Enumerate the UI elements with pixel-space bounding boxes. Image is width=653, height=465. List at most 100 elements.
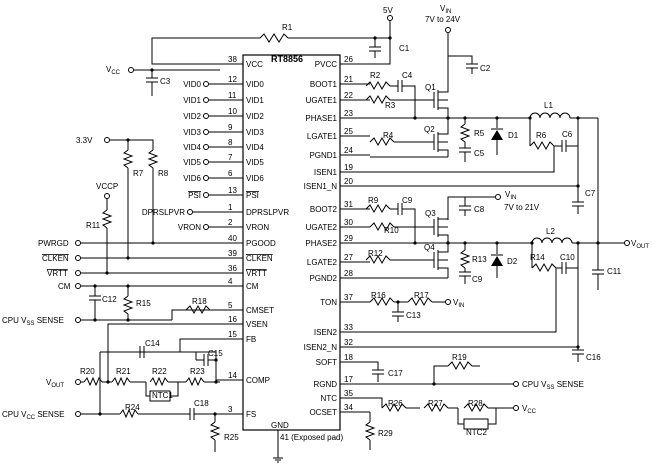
- pin-label: FS: [246, 410, 256, 419]
- vout-right-label: VOUT: [631, 239, 649, 250]
- l2-label: L2: [546, 227, 555, 236]
- pin-number: 35: [344, 389, 353, 398]
- ntc1-label: NTC1: [152, 391, 173, 400]
- pin-label: VRTT: [246, 269, 267, 278]
- resistor-symbol: [122, 295, 134, 315]
- pin-number: 39: [228, 249, 237, 258]
- terminal-vid4: VID4: [183, 143, 220, 152]
- pin-number: 15: [228, 330, 237, 339]
- pin-number: 20: [344, 177, 353, 186]
- q1-label: Q1: [425, 83, 436, 92]
- pin-label: PHASE2: [305, 239, 337, 248]
- terminal-label: PSI: [188, 191, 201, 200]
- pin-label: VID5: [246, 158, 264, 167]
- pin-number: 23: [344, 109, 353, 118]
- resistor-symbol: [185, 376, 205, 387]
- r6-label: R6: [536, 131, 547, 140]
- terminal-label: VID6: [183, 174, 201, 183]
- c16-label: C16: [586, 353, 601, 362]
- vcc-left-label: VCC: [106, 65, 121, 76]
- pin-label: PGND1: [309, 151, 337, 160]
- pin-number: 12: [228, 75, 237, 84]
- mosfet-q3: [433, 217, 449, 243]
- pin-label: BOOT2: [310, 205, 338, 214]
- r24-label: R24: [125, 403, 140, 412]
- pin-number: 14: [228, 371, 237, 380]
- pin-number: 27: [344, 253, 353, 262]
- r29-label: R29: [378, 429, 393, 438]
- supply-5v-label: 5V: [383, 6, 393, 15]
- resistor-symbol: [365, 80, 391, 91]
- pin-label: VID0: [246, 80, 264, 89]
- resistor-symbol: [259, 33, 289, 43]
- terminal-vout-left: [75, 379, 81, 385]
- r26-label: R26: [388, 399, 403, 408]
- r2-label: R2: [370, 71, 381, 80]
- terminal-label: VID1: [183, 96, 201, 105]
- pin-number: 24: [344, 146, 353, 155]
- r1-label: R1: [282, 23, 293, 32]
- terminal-vrtt: [75, 270, 81, 276]
- pin-number: 26: [344, 55, 353, 64]
- terminal-vccp: [104, 193, 110, 199]
- c1-label: C1: [399, 44, 410, 53]
- terminal-cpu-vcc-sense: [75, 411, 81, 417]
- resistor-symbol: [365, 254, 391, 265]
- resistor-symbol: [185, 304, 211, 315]
- ntc2-label: NTC2: [466, 428, 487, 437]
- left-pins: 38VCC12VID011VID110VID29VID38VID47VID56V…: [220, 55, 289, 419]
- c18-label: C18: [194, 399, 209, 408]
- pin-number: 4: [228, 277, 233, 286]
- resistor-symbol: [149, 376, 169, 387]
- pin-cm: 4CM: [220, 277, 259, 291]
- pin-label: LGATE2: [307, 258, 338, 267]
- terminal-vid2: VID2: [183, 112, 220, 121]
- pin-label: TON: [320, 298, 337, 307]
- terminal-vron: VRON: [178, 223, 220, 232]
- resistor-symbol: [459, 249, 471, 269]
- r23-label: R23: [190, 367, 205, 376]
- r9-label: R9: [368, 196, 379, 205]
- resistor-symbol: [83, 376, 103, 387]
- terminal-cpu-vss-sense-left: [75, 317, 81, 323]
- pin-number: 5: [228, 301, 233, 310]
- l1-label: L1: [544, 101, 553, 110]
- q3-label: Q3: [425, 209, 436, 218]
- r17-label: R17: [414, 291, 429, 300]
- pin-number: 25: [344, 127, 353, 136]
- r14-label: R14: [530, 253, 545, 262]
- ic-exposed-pad-label: 41 (Exposed pad): [280, 433, 343, 442]
- vccp-label: VCCP: [96, 182, 118, 191]
- terminal-label: VID3: [183, 128, 201, 137]
- terminal-vin-top: [445, 27, 451, 33]
- r22-label: R22: [152, 367, 167, 376]
- r25-label: R25: [224, 433, 239, 442]
- q2-label: Q2: [424, 125, 435, 134]
- diode-d2: [491, 256, 503, 266]
- r13-label: R13: [472, 255, 487, 264]
- pin-number: 36: [228, 264, 237, 273]
- pin-label: VID2: [246, 112, 264, 121]
- pin-label: NTC: [321, 394, 338, 403]
- terminal-pwrgd: [75, 240, 81, 246]
- pin-label: VRON: [246, 223, 269, 232]
- pin-number: 10: [228, 107, 237, 116]
- resistor-symbol: [369, 221, 395, 232]
- vin-2-label: VIN: [505, 190, 516, 201]
- pin-label: VID3: [246, 128, 264, 137]
